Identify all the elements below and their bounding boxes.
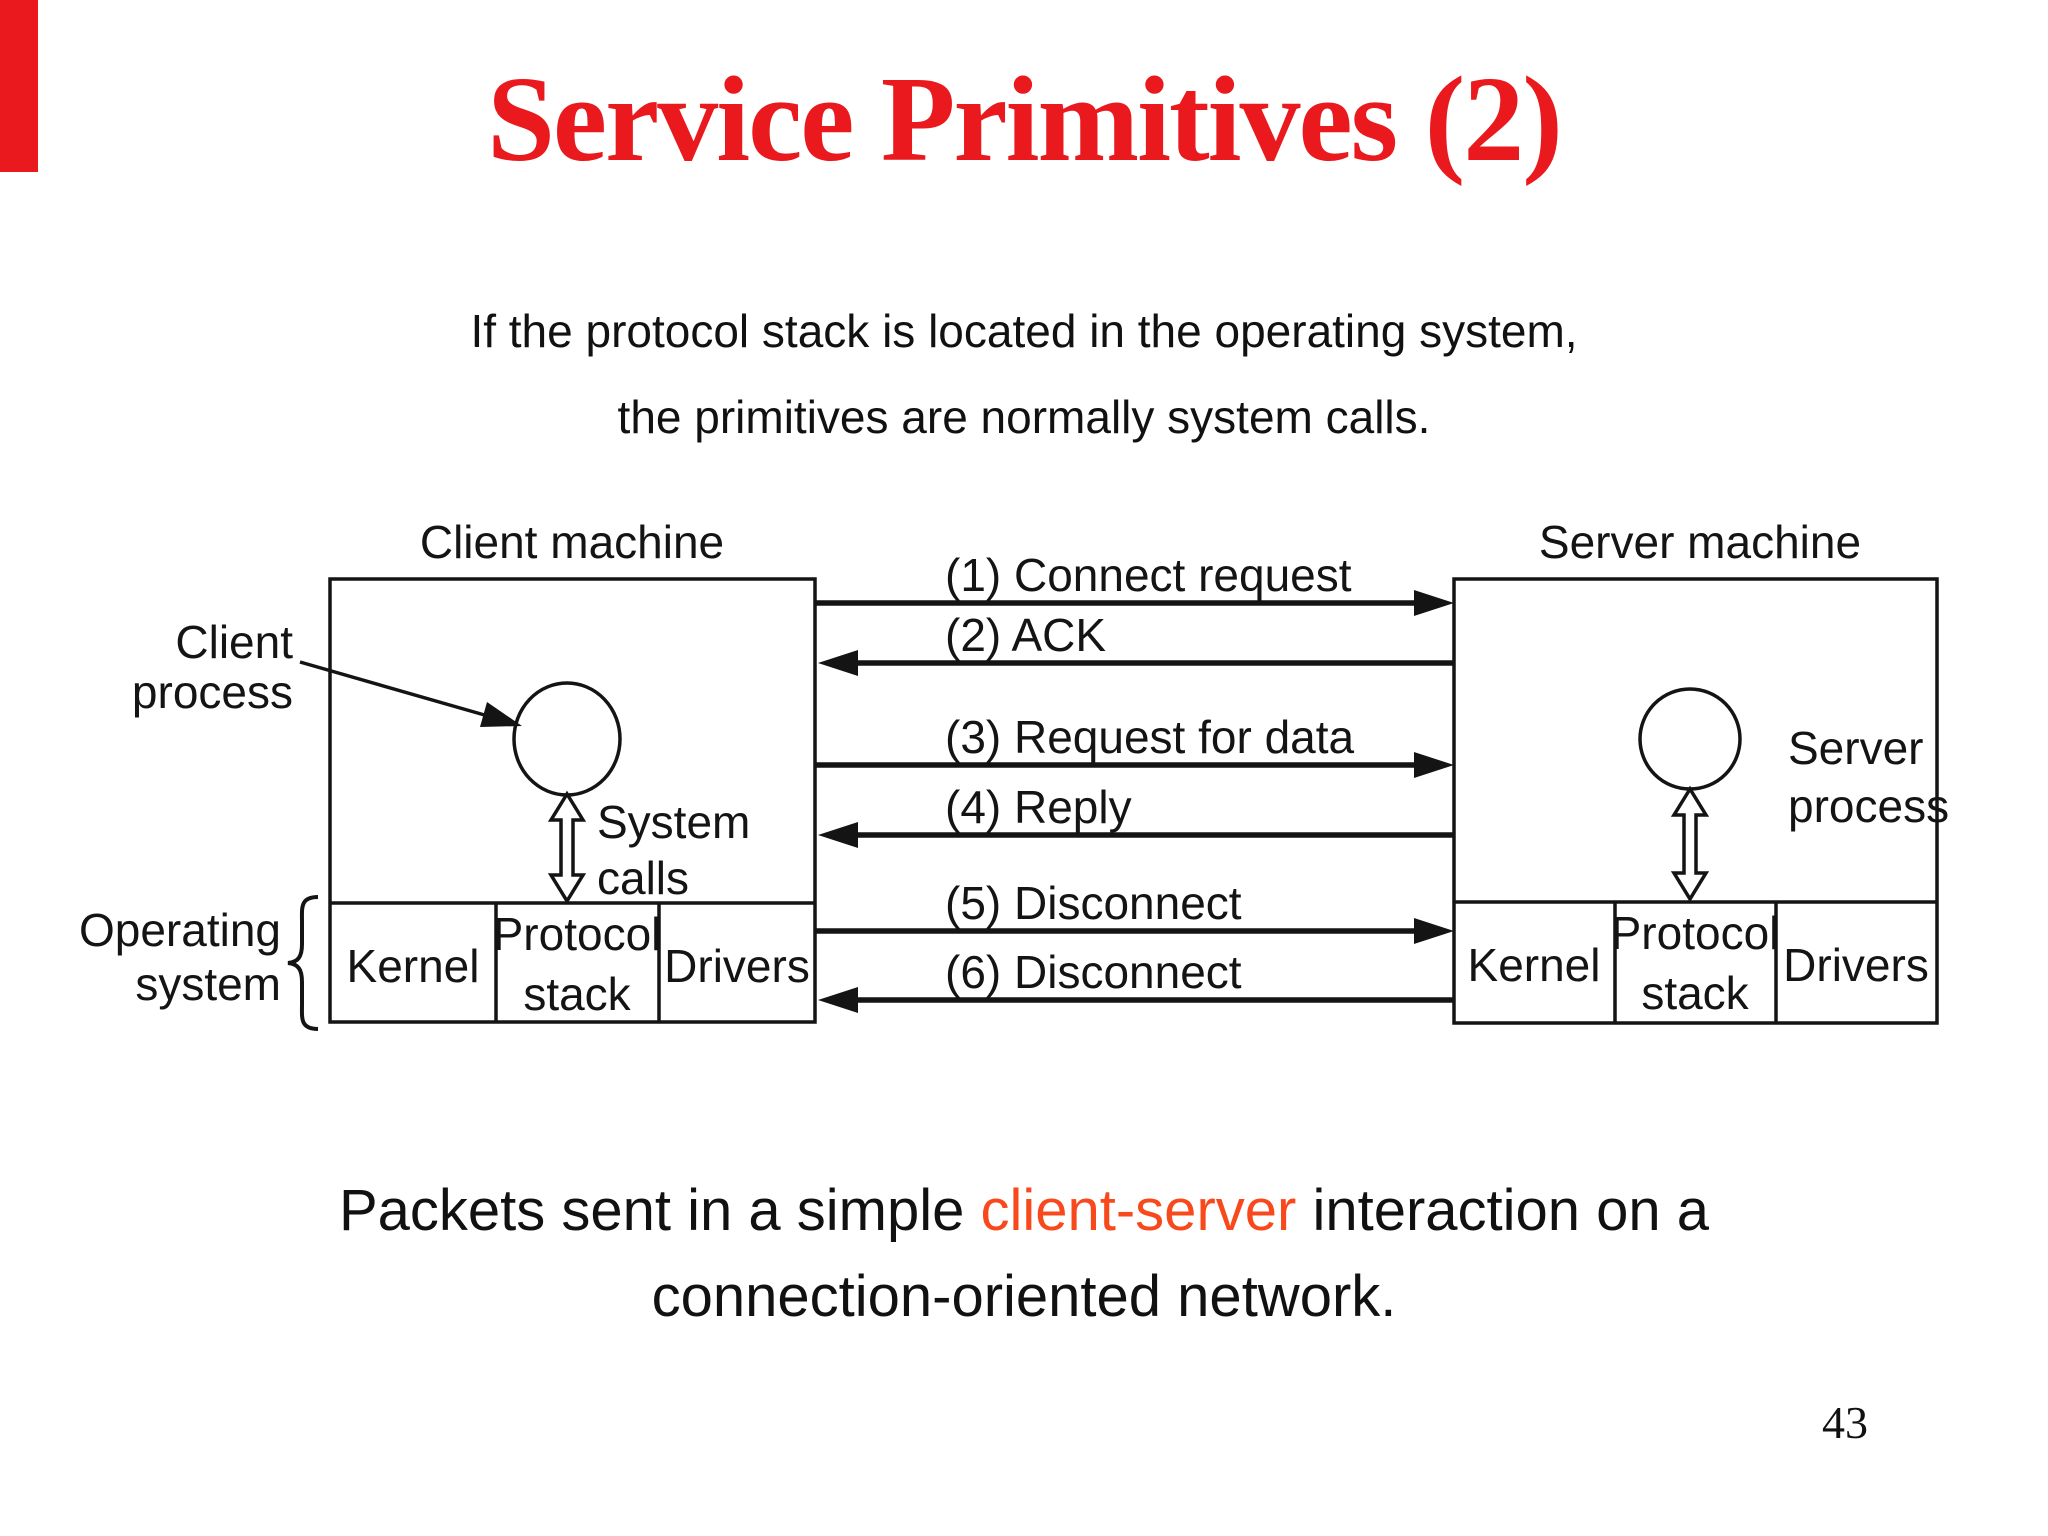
system-calls-double-arrow bbox=[547, 790, 587, 905]
right-arrow-head bbox=[1414, 590, 1454, 616]
client-process-label-line2: process bbox=[132, 666, 293, 718]
system-calls-label-line2: calls bbox=[597, 852, 689, 904]
client-process-arrow-head bbox=[480, 702, 522, 727]
message-label: (1) Connect request bbox=[945, 549, 1352, 601]
left-arrow-head bbox=[818, 987, 858, 1013]
client-process-label-line1: Client bbox=[175, 616, 293, 668]
message-label: (4) Reply bbox=[945, 781, 1132, 833]
message-label: (5) Disconnect bbox=[945, 877, 1242, 929]
page-number: 43 bbox=[1822, 1397, 1868, 1448]
message-label: (2) ACK bbox=[945, 609, 1106, 661]
client-machine-label: Client machine bbox=[420, 516, 724, 568]
slide-title: Service Primitives (2) bbox=[487, 52, 1563, 187]
client-process-circle bbox=[512, 681, 622, 797]
message-arrow-5: (5) Disconnect bbox=[815, 877, 1454, 944]
message-label: (6) Disconnect bbox=[945, 946, 1242, 998]
subtitle-line-2: the primitives are normally system calls… bbox=[617, 391, 1431, 443]
server-kernel-cell: Kernel bbox=[1468, 939, 1601, 991]
caption-text-after: interaction on a bbox=[1296, 1178, 1710, 1243]
server-process-label-line1: Server bbox=[1788, 722, 1923, 774]
client-protocol-cell-line2: stack bbox=[523, 968, 631, 1020]
client-process-arrow-line bbox=[299, 660, 489, 718]
subtitle-line-1: If the protocol stack is located in the … bbox=[470, 305, 1578, 357]
operating-system-brace bbox=[287, 895, 319, 1031]
message-arrow-3: (3) Request for data bbox=[815, 711, 1454, 778]
server-drivers-cell: Drivers bbox=[1783, 939, 1929, 991]
message-arrow-6: (6) Disconnect bbox=[818, 946, 1454, 1013]
right-arrow-head bbox=[1414, 752, 1454, 778]
operating-system-label-line2: system bbox=[135, 958, 281, 1010]
subtitle: If the protocol stack is located in the … bbox=[0, 288, 2048, 460]
client-kernel-cell: Kernel bbox=[347, 940, 480, 992]
server-machine-label: Server machine bbox=[1539, 516, 1861, 568]
message-arrow-4: (4) Reply bbox=[818, 781, 1454, 848]
left-arrow-head bbox=[818, 650, 858, 676]
system-calls-label-line1: System bbox=[597, 796, 750, 848]
message-arrow-2: (2) ACK bbox=[818, 609, 1454, 676]
corner-accent-bar bbox=[0, 0, 38, 172]
system-calls-group: System calls bbox=[547, 790, 750, 905]
caption: Packets sent in a simple client-server i… bbox=[0, 1168, 2048, 1340]
server-process-circle bbox=[1638, 687, 1742, 791]
left-arrow-head bbox=[818, 822, 858, 848]
server-protocol-cell-line2: stack bbox=[1641, 967, 1749, 1019]
operating-system-label-line1: Operating bbox=[79, 904, 281, 956]
message-arrow-1: (1) Connect request bbox=[815, 549, 1454, 616]
caption-highlight: client-server bbox=[980, 1178, 1297, 1243]
server-protocol-cell-line1: Protocol bbox=[1611, 907, 1780, 959]
server-machine-box: Kernel Protocol stack Drivers Server pro… bbox=[1452, 577, 1949, 1025]
caption-line-2: connection-oriented network. bbox=[651, 1264, 1397, 1329]
message-label: (3) Request for data bbox=[945, 711, 1355, 763]
right-arrow-head bbox=[1414, 918, 1454, 944]
server-process-label-line2: process bbox=[1788, 780, 1949, 832]
operating-system-group: Operating system bbox=[79, 895, 319, 1031]
caption-line-1: Packets sent in a simple client-server i… bbox=[0, 1168, 2048, 1254]
client-process-pointer: Client process bbox=[132, 616, 522, 727]
client-drivers-cell: Drivers bbox=[664, 940, 810, 992]
server-system-calls-double-arrow bbox=[1670, 785, 1710, 903]
client-protocol-cell-line1: Protocol bbox=[493, 908, 662, 960]
caption-text-before: Packets sent in a simple bbox=[338, 1178, 981, 1243]
